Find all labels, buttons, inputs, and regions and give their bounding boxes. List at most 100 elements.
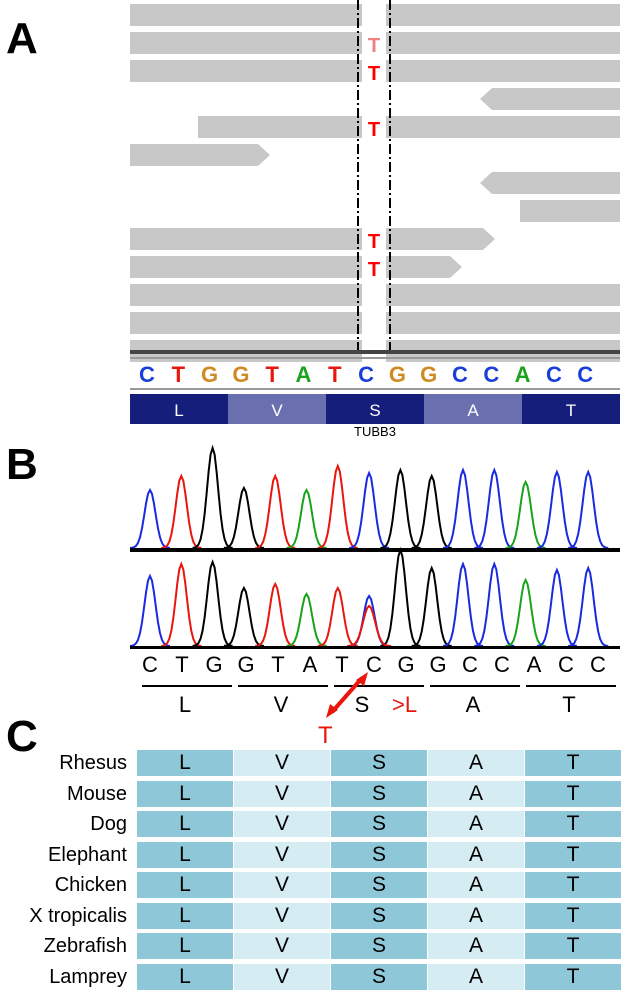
reference-base: A	[296, 362, 312, 387]
chromatogram-divider	[130, 548, 620, 552]
trace-peak	[411, 473, 452, 549]
variant-gap	[362, 312, 386, 334]
residue-cell: L	[137, 963, 233, 990]
mismatch-base: T	[368, 35, 380, 57]
variant-gap	[362, 4, 386, 26]
chromatogram-patient	[130, 546, 609, 647]
residue-cell: T	[525, 811, 621, 837]
reference-base: T	[328, 362, 342, 387]
mutant-trace-peak	[347, 604, 392, 647]
codon-underline	[334, 685, 424, 687]
residue-cell: V	[234, 841, 330, 868]
trace-peak	[192, 444, 233, 549]
residue-cell: T	[525, 750, 621, 776]
residue-cell: A	[428, 841, 524, 868]
trace-peak	[286, 592, 327, 647]
aligned-read	[520, 200, 620, 222]
species-name: Rhesus	[59, 752, 127, 774]
sequence-base: C	[142, 652, 158, 677]
residue-cell: T	[525, 872, 621, 898]
sequence-base: A	[526, 652, 542, 677]
trace-peak	[568, 469, 609, 549]
codon-block	[130, 394, 228, 424]
trace-peak	[255, 473, 296, 549]
reference-base: C	[577, 362, 593, 387]
residue-cell: V	[234, 933, 330, 959]
mutant-base-label: T	[318, 722, 333, 749]
trace-peak	[474, 561, 515, 647]
trace-peak	[223, 485, 264, 549]
reference-base: C	[358, 362, 374, 387]
sanger-chromatogram	[130, 444, 620, 649]
species-name: Dog	[90, 813, 127, 835]
trace-peak	[411, 565, 452, 647]
variant-gap	[362, 172, 386, 194]
trace-peak	[255, 581, 296, 647]
track-separator	[130, 350, 620, 354]
residue-cell: A	[428, 780, 524, 807]
trace-peak	[349, 594, 390, 647]
trace-peak	[317, 463, 358, 549]
sequence-base: G	[237, 652, 255, 677]
mismatch-base: T	[368, 231, 380, 253]
trace-peak	[349, 470, 390, 549]
residue-cell: S	[331, 872, 427, 898]
panel-label-c: C	[6, 712, 38, 761]
residue-cell: S	[331, 780, 427, 807]
residue-cell: V	[234, 811, 330, 837]
trace-peak	[192, 559, 233, 647]
trace-peak	[568, 565, 609, 647]
trace-peak	[286, 487, 327, 549]
sequence-base: T	[271, 652, 285, 677]
reference-base: C	[483, 362, 499, 387]
species-name: Zebrafish	[43, 935, 127, 957]
residue-cell: L	[137, 841, 233, 868]
reads-track	[130, 4, 620, 362]
trace-peak	[505, 577, 546, 647]
reference-base: G	[420, 362, 437, 387]
trace-peak	[161, 473, 202, 549]
sequence-base: C	[558, 652, 574, 677]
species-name: Mouse	[66, 782, 127, 805]
chromatogram-baseline	[130, 646, 620, 649]
sequence-base: G	[205, 652, 223, 677]
residue-cell: L	[137, 872, 233, 898]
sequence-base: C	[462, 652, 478, 677]
aligned-read	[130, 228, 495, 250]
residue-cell: S	[331, 750, 427, 776]
trace-peak	[474, 467, 515, 549]
variant-gap	[362, 60, 386, 82]
variant-gap	[362, 116, 386, 138]
residue-cell: T	[525, 933, 621, 959]
residue-cell: T	[525, 780, 621, 807]
residue-cell: A	[428, 811, 524, 837]
trace-peak	[536, 469, 577, 549]
reference-base: A	[515, 362, 531, 387]
trace-peak	[380, 546, 421, 647]
codon-aa-label: S	[354, 692, 370, 717]
codon-underline	[142, 685, 232, 687]
aligned-read	[480, 88, 620, 110]
variant-gap	[362, 256, 386, 278]
trace-peak	[161, 561, 202, 647]
codon-underline	[526, 685, 616, 687]
variant-gap	[362, 284, 386, 306]
residue-cell: L	[137, 750, 233, 776]
codon-underline	[238, 685, 328, 687]
sequence-base: T	[335, 652, 349, 677]
codon-aa-label: A	[465, 692, 481, 717]
reference-base: G	[201, 362, 218, 387]
variant-gap	[362, 144, 386, 166]
trace-peak	[317, 585, 358, 647]
mismatch-base: T	[368, 259, 380, 281]
residue-cell: V	[234, 750, 330, 776]
trace-peak	[130, 573, 171, 647]
residue-cell: L	[137, 811, 233, 837]
residue-cell: T	[525, 841, 621, 868]
codon-label: T	[566, 401, 576, 420]
